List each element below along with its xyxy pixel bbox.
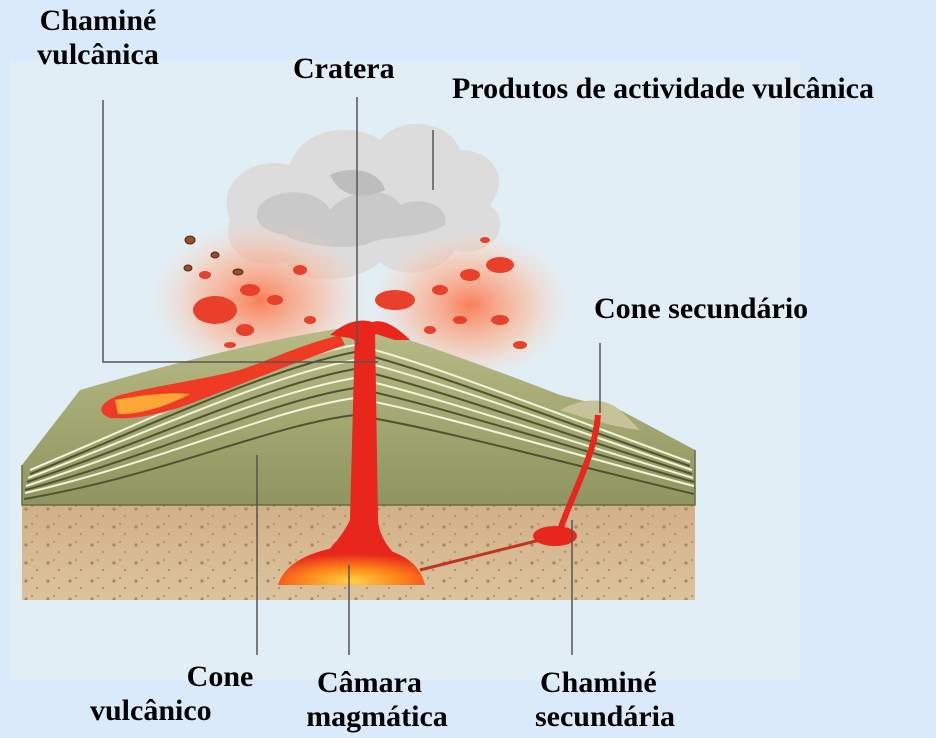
secondary-magma-pocket xyxy=(533,526,577,546)
label-chamine-secundaria: Chaminé secundária xyxy=(510,666,700,734)
label-cone-secundario: Cone secundário xyxy=(594,292,808,326)
label-produtos: Produtos de actividade vulcânica xyxy=(452,72,874,106)
label-cratera: Cratera xyxy=(293,52,395,86)
label-camara-magmatica: Câmara magmática xyxy=(297,666,457,734)
label-chamine-vulcanica: Chaminé vulcânica xyxy=(18,4,178,72)
